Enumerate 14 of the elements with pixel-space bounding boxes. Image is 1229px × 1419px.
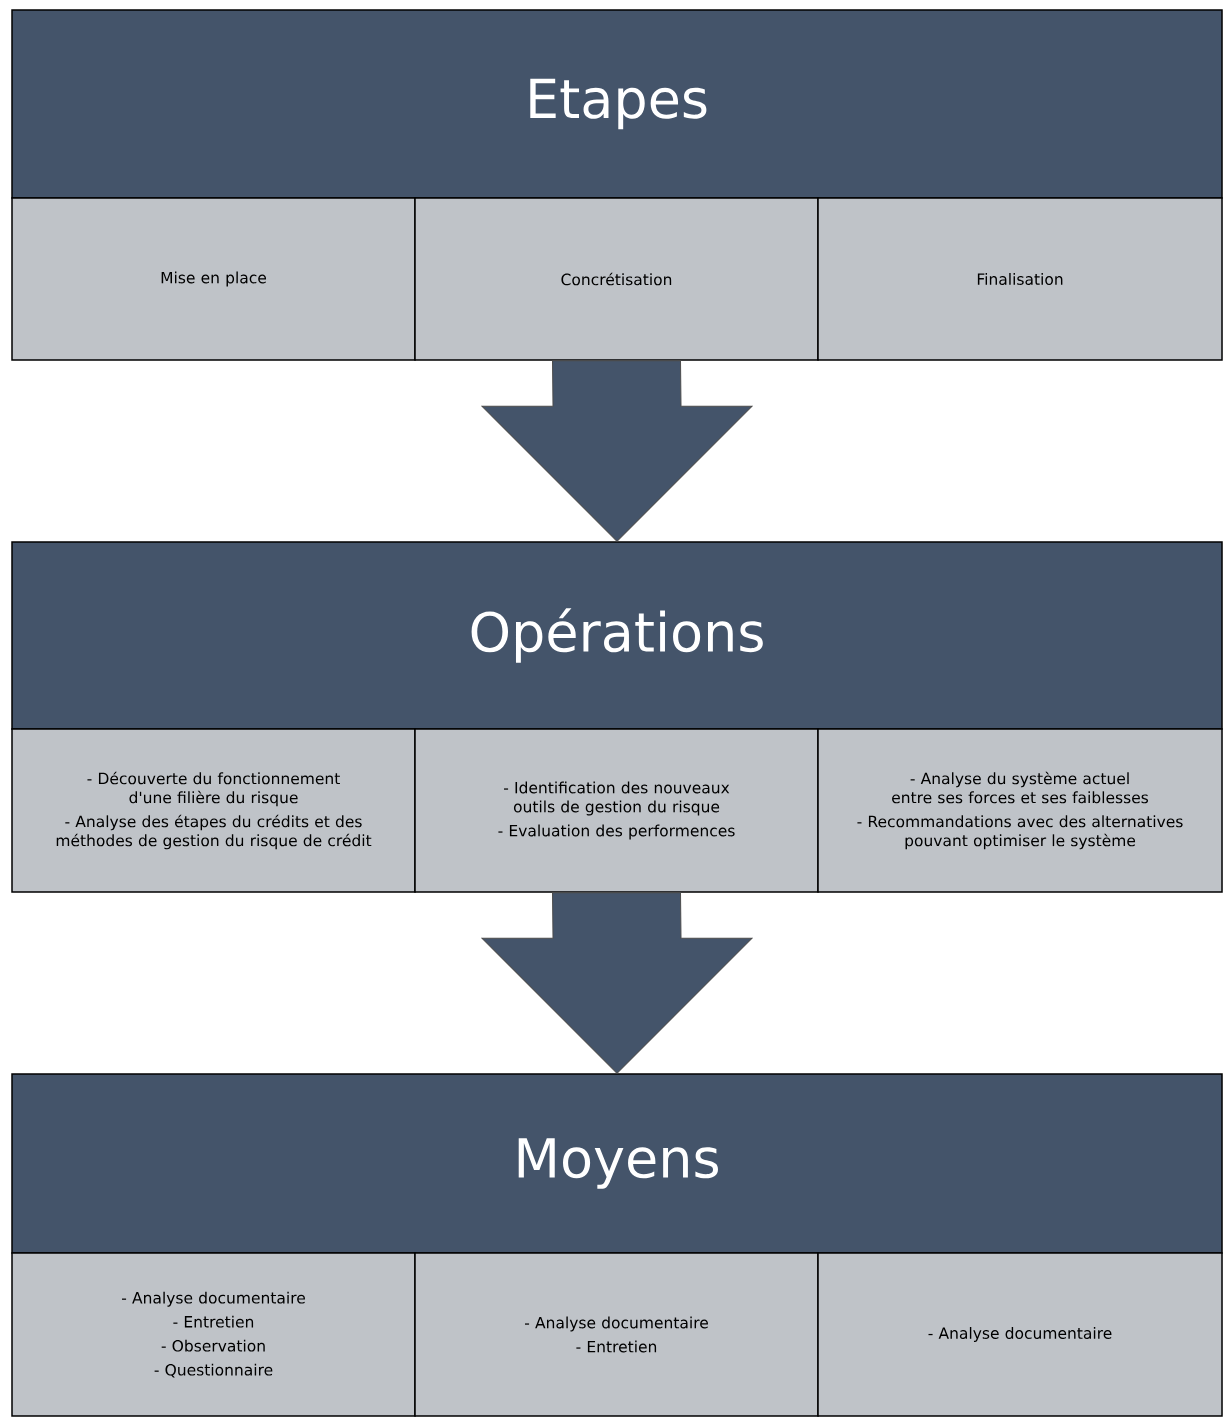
- block-arrow: [481, 360, 753, 542]
- table-cell: - Analyse du système actuel entre ses forces et ses faiblesses - Recommandations avec des alternatives pouvant optimiser le système: [817, 728, 1223, 893]
- table-cell: - Découverte du fonctionnement d'une filière du risque - Analyse des étapes du crédits et des méthodes de gestion du risque de crédit: [11, 728, 416, 893]
- header-band: Etapes: [11, 9, 1223, 199]
- header-band: Moyens: [11, 1073, 1223, 1254]
- block-arrow: [481, 892, 753, 1074]
- table-cell: - Analyse documentaire - Entretien: [414, 1252, 819, 1417]
- table-cell: - Analyse documentaire - Entretien - Observation - Questionnaire: [11, 1252, 416, 1417]
- table-cell: Mise en place: [11, 197, 416, 361]
- table-cell: - Identification des nouveaux outils de gestion du risque - Evaluation des performences: [414, 728, 819, 893]
- table-cell: Finalisation: [817, 197, 1223, 361]
- table-cell: Concrétisation: [414, 197, 819, 361]
- header-band: Opérations: [11, 541, 1223, 730]
- table-cell: - Analyse documentaire: [817, 1252, 1223, 1417]
